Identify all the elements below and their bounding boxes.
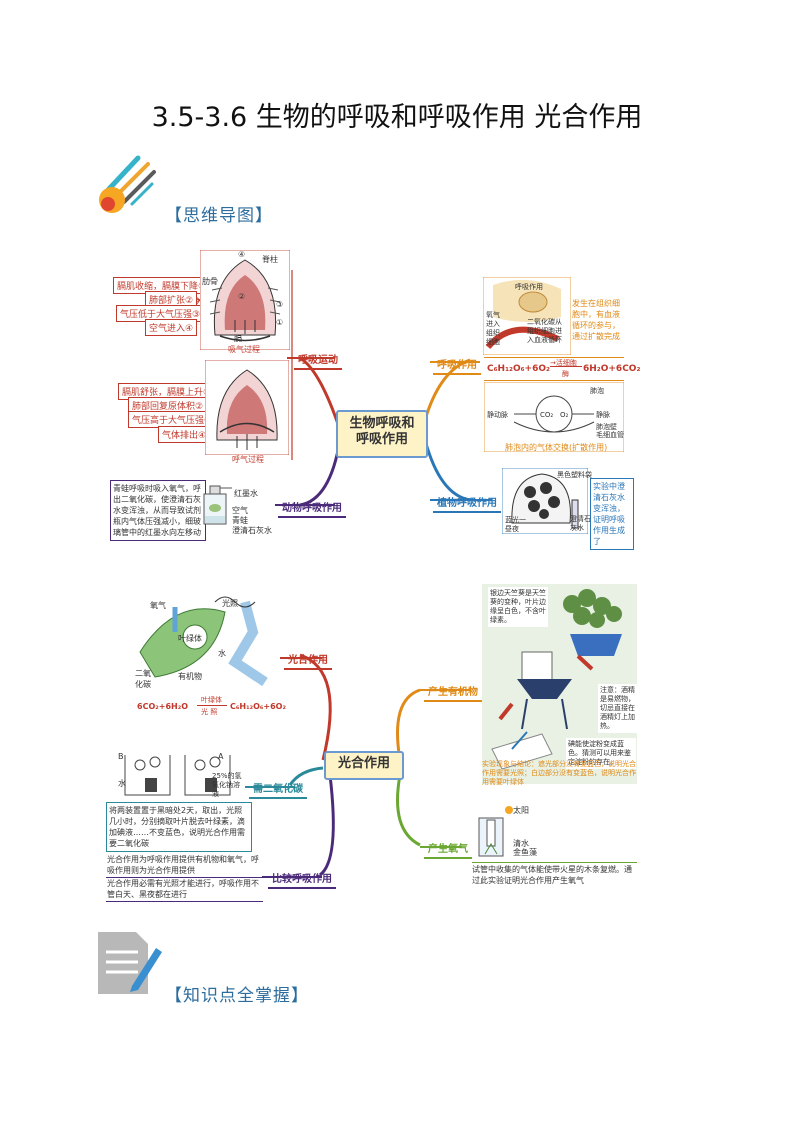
plant-label-bag: 黑色塑料袋	[557, 471, 592, 479]
equation-top: →活细胞	[550, 359, 577, 367]
branch-photosynthesis: 光合作用	[284, 649, 332, 670]
branch-produce-organic: 产生有机物	[424, 681, 482, 702]
equation-condition: 酶	[562, 370, 569, 378]
branch-compare-respiration: 比较呼吸作用	[268, 868, 336, 889]
leaf-label-co2: 二氧化碳	[135, 669, 151, 689]
branch-needs-co2: 需二氧化碳	[249, 778, 307, 799]
branch-respiration: 呼吸作用	[433, 354, 481, 375]
plant-label-limewater: 澄清石灰水	[570, 515, 591, 532]
co2-label-water: 水	[118, 779, 126, 788]
lung-label-n2: ②	[238, 292, 246, 301]
alveoli-label-artery: 静动脉	[487, 411, 508, 419]
mindmap-section-icon	[99, 155, 156, 213]
alveoli-label-capillary: 毛细血管	[596, 431, 624, 439]
photo-eq-arrow	[197, 705, 227, 706]
animal-label-limewater: 澄清石灰水	[232, 526, 272, 535]
leaf-label-organic: 有机物	[178, 672, 202, 681]
exhale-label: 呼气过程	[232, 455, 264, 464]
oxygen-label-sun: 太阳	[513, 806, 529, 815]
photo-eq-right: C₆H₁₂O₆+6O₂	[230, 702, 286, 711]
plant-label-light: 蓝光一昼夜	[505, 516, 526, 533]
organic-note-2: 注意：酒精是易燃物，切忌直接在酒精灯上加热。	[598, 684, 638, 733]
lung-label-n4: ④	[238, 250, 246, 259]
respiration-equation: C₆H₁₂O₆+6O₂ →活细胞 酶 6H₂O+6CO₂	[484, 357, 640, 381]
photo-eq-left: 6CO₂+6H₂O	[137, 702, 189, 711]
lung-label-n1: ①	[276, 318, 284, 327]
organic-note-4: 实验现象与结论：遮光部分没有变蓝色，说明光合作用需要光照；白边部分没有变蓝色，说…	[482, 760, 636, 786]
inhale-lung-diagram	[200, 250, 290, 350]
oxygen-label-water: 清水	[513, 839, 529, 848]
inhale-label: 吸气过程	[228, 345, 260, 354]
compare-note-1: 光合作用为呼吸作用提供有机物和氧气，呼吸作用则为光合作用提供	[106, 853, 263, 878]
compare-note-2: 光合作用必需有光照才能进行，呼吸作用不管白天、黑夜都在进行	[106, 877, 263, 902]
map1-center-node: 生物呼吸和 呼吸作用	[336, 410, 428, 458]
branch-breathing-movement: 呼吸运动	[294, 349, 342, 370]
leaf-label-water: 水	[218, 649, 226, 658]
co2-experiment-diagram	[124, 755, 231, 796]
alveoli-label-wall: 肺泡壁	[596, 423, 617, 431]
equation-right: 6H₂O+6CO₂	[583, 364, 641, 374]
plant-respiration-note: 实验中澄清石灰水变浑浊，证明呼吸作用生成了	[590, 478, 634, 550]
co2-label-a: A	[218, 752, 224, 761]
map2-center-node: 光合作用	[324, 751, 404, 780]
lung-label-diaphragm: 膈	[234, 334, 242, 343]
animal-respiration-note: 青蛙呼吸时吸入氧气，呼出二氧化碳，使澄清石灰水变浑浊，从而导致试剂瓶内气体压强减…	[110, 480, 206, 541]
mindmap-section-heading: 【思维导图】	[165, 206, 273, 226]
photo-eq-bottom: 光 照	[201, 708, 218, 716]
exhale-step-4: 气体排出④	[158, 426, 211, 443]
lung-label-rib: 肋骨	[202, 277, 218, 286]
photo-eq-top: 叶绿体	[201, 696, 222, 704]
alveoli-label-alveolus: 肺泡	[590, 387, 604, 395]
frog-experiment-diagram	[203, 485, 232, 525]
cell-label-oxygen: 氧气进入组织细胞	[486, 311, 500, 346]
oxygen-label-hornwort: 金鱼藻	[513, 848, 537, 857]
alveoli-gas-exchange-diagram	[484, 382, 624, 452]
alveoli-label-vein: 静脉	[596, 411, 610, 419]
animal-label-ink: 红墨水	[234, 489, 258, 498]
leaf-label-chloroplast: 叶绿体	[178, 634, 202, 643]
inhale-step-4: 空气进入④	[145, 319, 198, 336]
cell-label-co2: 二氧化碳从组织细胞进入血液循环	[527, 318, 562, 344]
leaf-photosynthesis-diagram	[139, 596, 268, 687]
alveoli-label-o2: O₂	[560, 411, 569, 419]
branch-animal-respiration: 动物呼吸作用	[278, 497, 346, 518]
knowledge-section-icon	[98, 932, 162, 994]
oxygen-note: 试管中收集的气体能使带火星的木条复燃。通过此实验证明光合作用产生氧气	[472, 862, 637, 886]
photosynthesis-equation: 6CO₂+6H₂O 叶绿体 光 照 C₆H₁₂O₆+6O₂	[135, 696, 286, 718]
lung-label-spine: 脊柱	[262, 255, 278, 264]
co2-experiment-note: 将两装置置于黑暗处2天，取出，光照几小时，分别摘取叶片脱去叶绿素，滴加碘液……不…	[106, 802, 252, 852]
co2-label-b: B	[118, 752, 124, 761]
organic-note-3: 碘能使淀粉变成蓝色。猜测可以用来鉴定淀粉的存在。	[566, 738, 636, 769]
lung-label-n3: ③	[276, 300, 284, 309]
equation-left: C₆H₁₂O₆+6O₂	[487, 364, 550, 374]
plant-respiration-diagram	[502, 468, 588, 534]
branch-plant-respiration: 植物呼吸作用	[433, 492, 501, 513]
animal-label-frog: 青蛙	[232, 516, 248, 525]
knowledge-section-heading: 【知识点全掌握】	[165, 986, 309, 1006]
cell-respiration-note: 发生在组织细胞中，有血液循环的参与，通过扩散完成	[572, 299, 620, 341]
exhale-lung-diagram	[205, 360, 289, 455]
leaf-label-light: 光照	[222, 599, 238, 608]
alveoli-label-co2: CO₂	[540, 411, 554, 419]
branch-produce-oxygen: 产生氧气	[424, 838, 472, 859]
page-title: 3.5-3.6 生物的呼吸和呼吸作用 光合作用	[151, 102, 643, 133]
animal-label-air: 空气	[232, 506, 248, 515]
organic-experiment-diagram	[491, 589, 622, 770]
equation-arrow	[550, 366, 582, 367]
co2-label-naoh: 25%的氢氧化钠溶液	[212, 772, 242, 798]
organic-note-1: 银边天竺葵是天竺葵的变种，叶片边缘呈白色，不含叶绿素。	[488, 587, 548, 627]
oxygen-experiment-diagram	[478, 806, 513, 857]
leaf-label-oxygen: 氧气	[150, 601, 166, 610]
alveoli-caption: 肺泡内的气体交换(扩散作用)	[505, 443, 608, 452]
cell-respiration-diagram	[483, 277, 571, 355]
cell-label-title: 呼吸作用	[515, 283, 543, 291]
